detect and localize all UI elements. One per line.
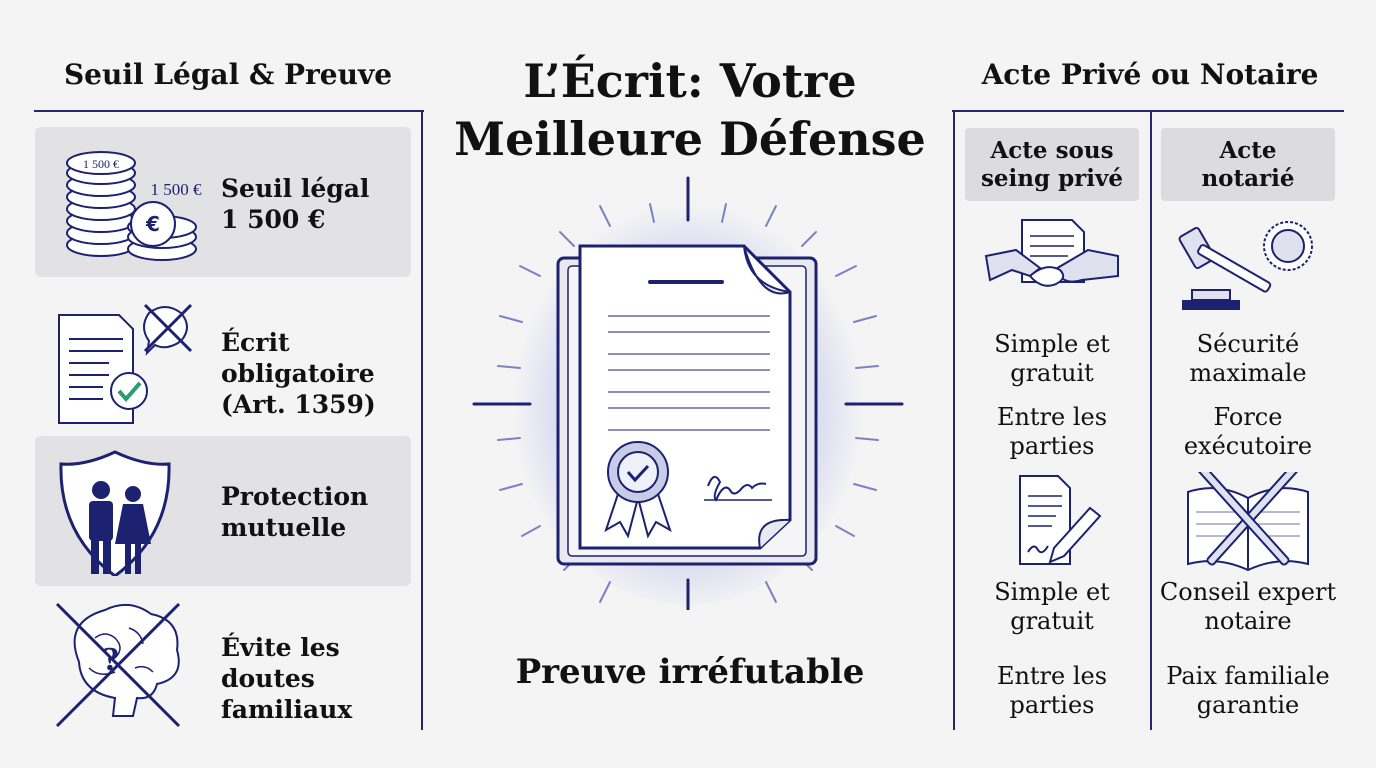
notarie-item-4: Paix familiale garantie	[1156, 662, 1340, 720]
book-pens-icon	[1187, 472, 1309, 572]
notarie-item-4-line2: garantie	[1196, 691, 1300, 719]
prive-item-1: Simple et gratuit	[965, 330, 1139, 388]
notarie-item-3-line2: notaire	[1204, 607, 1292, 635]
prive-item-2: Entre les parties	[965, 403, 1139, 461]
document-check-icon	[58, 303, 193, 424]
prive-item-4: Entre les parties	[965, 662, 1139, 720]
page-title: L’Écrit: Votre Meilleure Défense	[440, 52, 940, 168]
acte-notarie-header: Acte notarié	[1161, 128, 1335, 201]
prive-item-3-line2: gratuit	[1010, 607, 1094, 635]
protection-label-line2: mutuelle	[221, 513, 347, 542]
notarie-item-3-line1: Conseil expert	[1159, 578, 1337, 606]
left-panel-divider	[421, 110, 423, 730]
acte-prive-header-line2: seing privé	[980, 164, 1124, 192]
right-heading-divider	[952, 110, 1344, 112]
seuil-label-line1: Seuil légal	[221, 174, 370, 203]
acte-notarie-header-line1: Acte	[1219, 136, 1277, 164]
notarie-item-1-line1: Sécurité	[1196, 330, 1300, 358]
prive-item-2-line1: Entre les	[996, 403, 1108, 431]
protection-label-line1: Protection	[221, 482, 369, 511]
euro-symbol: €	[145, 212, 160, 236]
right-panel-mid-divider	[1150, 110, 1152, 730]
coin-label: 1 500 €	[83, 157, 119, 171]
notarie-item-3: Conseil expert notaire	[1156, 578, 1340, 636]
coin-label-small: 1 500 €	[151, 180, 203, 199]
handshake-document-icon	[984, 219, 1119, 287]
left-row-doutes: ? Évite les doutes familiaux	[35, 588, 411, 738]
doutes-label-line2: familiaux	[221, 695, 353, 724]
gavel-stamp-icon	[1178, 221, 1313, 310]
notarie-item-2-line1: Force	[1213, 403, 1283, 431]
signature-icon	[707, 475, 767, 502]
seuil-label-line2: 1 500 €	[221, 205, 326, 234]
left-row-ecrit: Écrit obligatoire (Art. 1359)	[35, 285, 411, 435]
ecrit-label-line1: Écrit obligatoire	[221, 328, 375, 388]
shield-couple-icon	[59, 450, 171, 576]
prive-item-3: Simple et gratuit	[965, 578, 1139, 636]
notarie-item-4-line1: Paix familiale	[1166, 662, 1330, 690]
notary-stamp	[1263, 221, 1313, 271]
prive-item-1-line2: gratuit	[1010, 359, 1094, 387]
crossed-brain-icon: ?	[55, 602, 181, 728]
certified-document-illustration	[472, 176, 904, 610]
notarie-item-2-line2: exécutoire	[1183, 432, 1313, 460]
center-caption: Preuve irréfutable	[515, 652, 865, 692]
prive-item-4-line2: parties	[1009, 691, 1095, 719]
prive-item-4-line1: Entre les	[996, 662, 1108, 690]
prive-item-3-line1: Simple et	[994, 578, 1110, 606]
right-heading: Acte Privé ou Notaire	[981, 58, 1319, 91]
prive-item-1-line1: Simple et	[994, 330, 1110, 358]
left-row-seuil: 1 500 € 1 500 € € Seuil légal 1 500 €	[35, 127, 411, 277]
notarie-item-2: Force exécutoire	[1156, 403, 1340, 461]
document-pen-icon	[1019, 475, 1102, 565]
notarie-item-1-line2: maximale	[1189, 359, 1307, 387]
left-heading-divider	[34, 110, 424, 112]
page-title-line1: L’Écrit: Votre	[523, 54, 857, 108]
prive-item-2-line2: parties	[1009, 432, 1095, 460]
page-title-line2: Meilleure Défense	[454, 112, 926, 166]
acte-prive-header-line1: Acte sous	[990, 136, 1114, 164]
ecrit-label-line2: (Art. 1359)	[221, 390, 376, 419]
left-heading: Seuil Légal & Preuve	[63, 58, 393, 91]
right-panel-left-divider	[953, 110, 955, 730]
left-row-protection: Protection mutuelle	[35, 436, 411, 586]
acte-prive-header: Acte sous seing privé	[965, 128, 1139, 201]
acte-notarie-header-line2: notarié	[1201, 164, 1295, 192]
coins-icon: 1 500 € 1 500 € €	[66, 151, 203, 261]
doutes-label-line1: Évite les doutes	[221, 633, 340, 693]
seal-icon	[604, 441, 672, 539]
notarie-item-1: Sécurité maximale	[1156, 330, 1340, 388]
